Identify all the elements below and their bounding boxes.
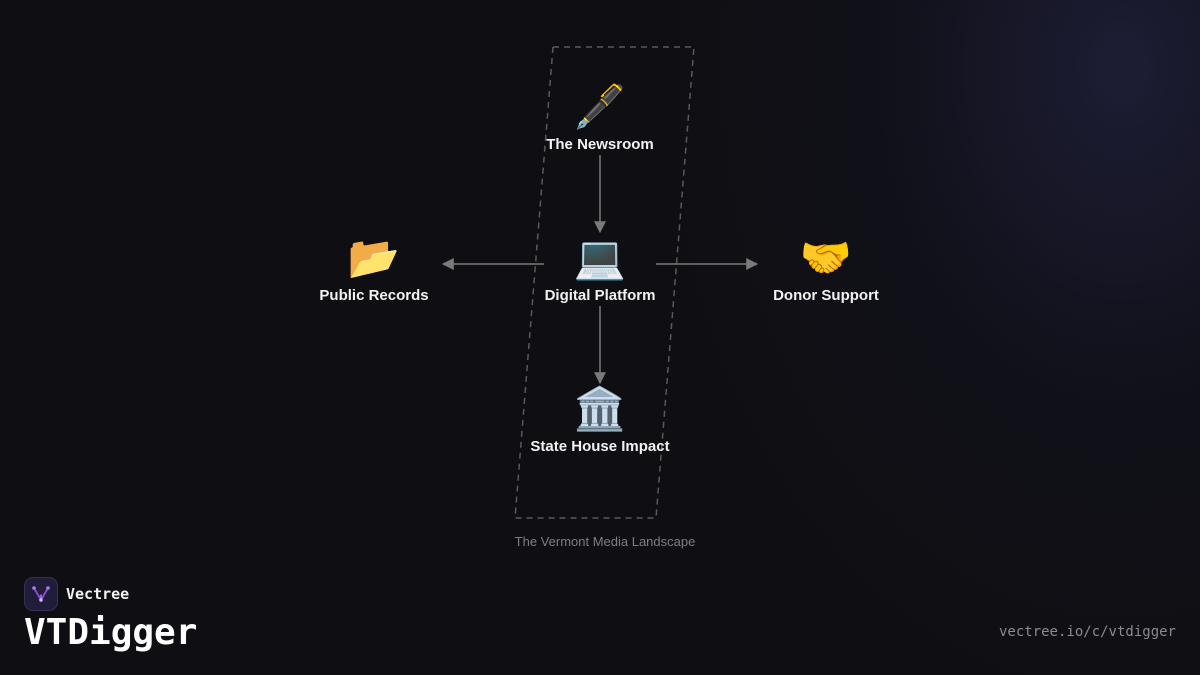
node-label: State House Impact [530,438,670,455]
node-label: Public Records [319,287,429,304]
group-boundary [514,46,695,519]
node-label: The Newsroom [546,136,654,153]
fountain-pen-icon: 🖋️ [573,83,627,130]
brand-name: Vectree [66,585,130,603]
node-newsroom[interactable]: 🖋️ The Newsroom [546,82,654,153]
node-digital-platform[interactable]: 💻 Digital Platform [545,233,656,304]
group-caption: The Vermont Media Landscape [514,534,696,549]
vectree-logo-icon [24,577,58,611]
page-url-link[interactable]: vectree.io/c/vtdigger [998,624,1176,640]
page-title: VTDigger [24,612,198,653]
node-public-records[interactable]: 📂 Public Records [319,233,428,304]
brand[interactable]: Vectree [24,577,129,611]
node-state-house-impact[interactable]: 🏛️ State House Impact [530,384,669,455]
node-donor-support[interactable]: 🤝 Donor Support [773,233,879,304]
laptop-icon: 💻 [573,234,627,281]
open-folder-icon: 📂 [347,234,401,281]
node-label: Donor Support [773,287,879,304]
node-label: Digital Platform [544,287,656,304]
handshake-icon: 🤝 [799,234,853,281]
classical-building-icon: 🏛️ [573,385,627,432]
